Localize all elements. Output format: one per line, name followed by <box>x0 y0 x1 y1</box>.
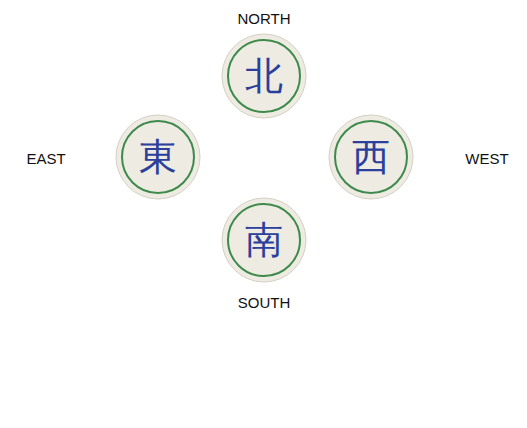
direction-label: WEST <box>465 150 508 167</box>
wind-tile: 西 <box>328 114 414 200</box>
wind-character: 西 <box>352 138 390 176</box>
direction-label: EAST <box>26 150 65 167</box>
tile-face <box>222 34 306 118</box>
wind-tile: 東 <box>115 114 201 200</box>
green-ring <box>122 121 194 193</box>
tile-face <box>329 115 413 199</box>
green-ring <box>228 204 300 276</box>
wind-character: 北 <box>245 57 283 95</box>
wind-character: 東 <box>139 138 177 176</box>
green-ring <box>335 121 407 193</box>
wind-character: 南 <box>245 221 283 259</box>
wind-tile: 北 <box>221 33 307 119</box>
direction-label: SOUTH <box>238 294 291 311</box>
tile-face <box>116 115 200 199</box>
green-ring <box>228 40 300 112</box>
tile-face <box>222 198 306 282</box>
direction-label: NORTH <box>237 10 290 27</box>
wind-tile: 南 <box>221 197 307 283</box>
